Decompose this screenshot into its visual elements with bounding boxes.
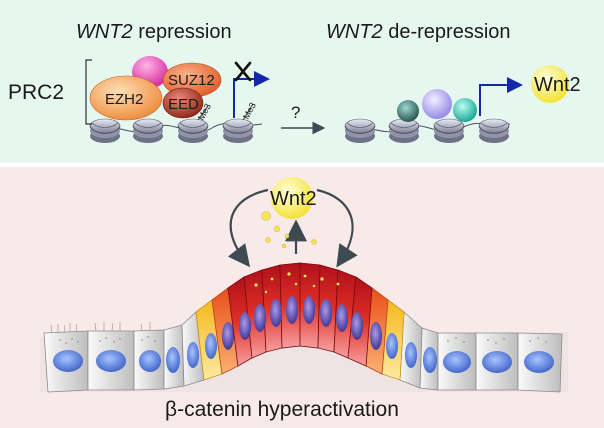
nucleosome-2 [132,118,164,144]
nucleosome-3 [177,118,209,144]
active-promoter-arrow [479,77,523,116]
secreted-wnt2-label: Wnt2 [270,188,317,210]
nucleosome-5 [344,118,376,144]
prc2-bracket [85,59,92,125]
wnt2-product-label: Wnt2 [534,74,581,96]
activator-dark [397,100,419,122]
loop-arrow-left [227,188,269,268]
unknown-mechanism-label: ? [291,103,300,122]
wnt2-protein [531,65,569,103]
ezh2-subunit [89,75,163,121]
blocked-promoter-arrow [233,71,270,118]
repression-title: WNT2 repression [76,21,232,43]
beta-catenin-caption: β-catenin hyperactivation [165,398,399,421]
nucleosome-4 [222,118,254,144]
eed-subunit [162,87,204,119]
derepression-title: WNT2 de-repression [326,21,511,43]
activator-lavender [422,89,452,119]
transition-cells [181,287,423,389]
hyperactivated-cells [227,262,373,367]
activator-teal [453,98,477,122]
suz12-label: SUZ12 [168,72,215,89]
nucleosome-8 [478,118,510,144]
nucleosome-7 [433,118,465,144]
wnt2-particles [261,211,317,249]
secreted-wnt2-icon [271,177,313,219]
normal-cells-right [419,327,563,393]
nucleosome-1 [89,118,121,144]
nucleosome-6 [388,118,420,144]
block-cross-icon [234,61,252,82]
eed-label: EED [168,96,199,113]
normal-cells-left [43,322,185,393]
prc2-label: PRC2 [8,81,64,104]
loop-arrow-right [316,188,358,268]
ezh2-label: EZH2 [105,91,143,108]
